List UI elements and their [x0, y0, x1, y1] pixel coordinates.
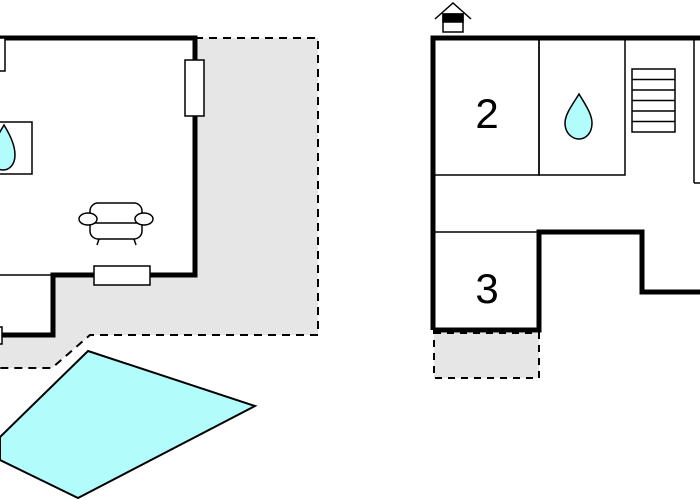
water-drop-icon — [0, 123, 16, 171]
window — [0, 37, 6, 72]
armchair-icon — [78, 202, 154, 246]
terrace-outline — [0, 37, 319, 369]
room-3-label: 3 — [475, 265, 498, 312]
room-2-label: 2 — [475, 90, 498, 137]
outer-wall — [433, 229, 700, 333]
window — [184, 59, 205, 117]
outer-wall — [430, 35, 700, 330]
stairs-icon — [631, 68, 676, 133]
terrace — [0, 38, 318, 368]
balcony — [433, 332, 540, 379]
pool — [0, 349, 258, 500]
upper-floor-plan: 2 3 — [430, 1, 700, 379]
water-drop-icon — [564, 92, 593, 140]
inner-walls — [432, 37, 700, 233]
window — [93, 265, 151, 286]
ground-floor-plan — [0, 35, 319, 500]
entrance-house-icon — [434, 1, 472, 33]
window — [0, 326, 3, 345]
